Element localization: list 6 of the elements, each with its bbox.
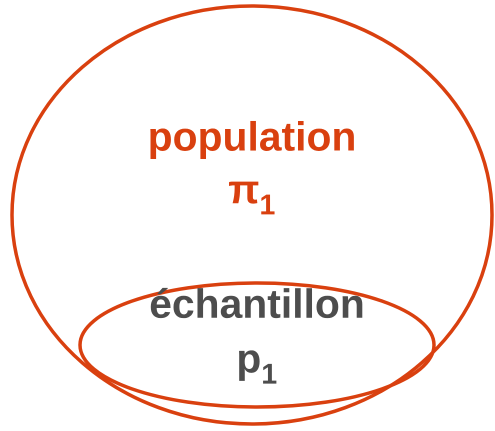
ellipse xyxy=(78,281,436,409)
label: π$_{1}$ xyxy=(229,182,275,214)
ellipse xyxy=(10,4,494,426)
label: population xyxy=(150,120,354,160)
label: p$_{1}$ xyxy=(239,350,276,384)
label: échantillon xyxy=(150,288,362,318)
